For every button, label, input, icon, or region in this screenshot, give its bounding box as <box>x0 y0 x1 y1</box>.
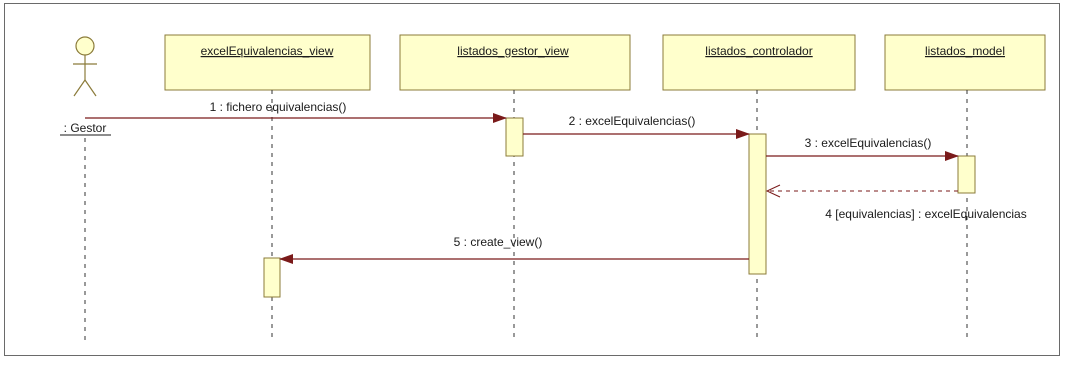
lifeline-listados-gestor-view: listados_gestor_view <box>399 34 631 340</box>
message-label: 1 : fichero equivalencias() <box>210 100 347 114</box>
message-4-return: 4 [equivalencias] : excelEquivalencias <box>765 184 1027 221</box>
lifeline-listados-model: listados_model <box>884 34 1046 340</box>
stick-figure-actor-icon <box>73 36 97 97</box>
activation-bar <box>505 117 524 157</box>
activation-bar <box>263 257 281 298</box>
message-3: 3 : excelEquivalencias() <box>766 136 959 161</box>
object-label: listados_gestor_view <box>457 44 569 58</box>
message-label: 3 : excelEquivalencias() <box>805 136 932 150</box>
message-2: 2 : excelEquivalencias() <box>523 114 750 139</box>
return-arrowhead <box>765 184 781 198</box>
message-label: 4 [equivalencias] : excelEquivalencias <box>825 207 1026 221</box>
lifeline-listados-controlador: listados_controlador <box>662 34 856 340</box>
lifeline-excelEquivalencias-view: excelEquivalencias_view <box>164 34 371 340</box>
actor-gestor: : Gestor <box>60 36 111 340</box>
activation-bar <box>748 133 767 275</box>
message-label: 2 : excelEquivalencias() <box>569 114 696 128</box>
message-label: 5 : create_view() <box>454 235 543 249</box>
object-label: listados_controlador <box>705 44 812 58</box>
message-5: 5 : create_view() <box>279 235 749 264</box>
message-1: 1 : fichero equivalencias() <box>85 100 507 123</box>
object-label: listados_model <box>925 44 1005 58</box>
object-box <box>399 34 631 91</box>
object-box <box>164 34 371 91</box>
actor-label: : Gestor <box>64 121 107 135</box>
diagram-frame <box>4 3 1060 356</box>
object-box <box>884 34 1046 91</box>
activation-bar <box>957 155 976 194</box>
object-box <box>662 34 856 91</box>
object-label: excelEquivalencias_view <box>201 44 334 58</box>
